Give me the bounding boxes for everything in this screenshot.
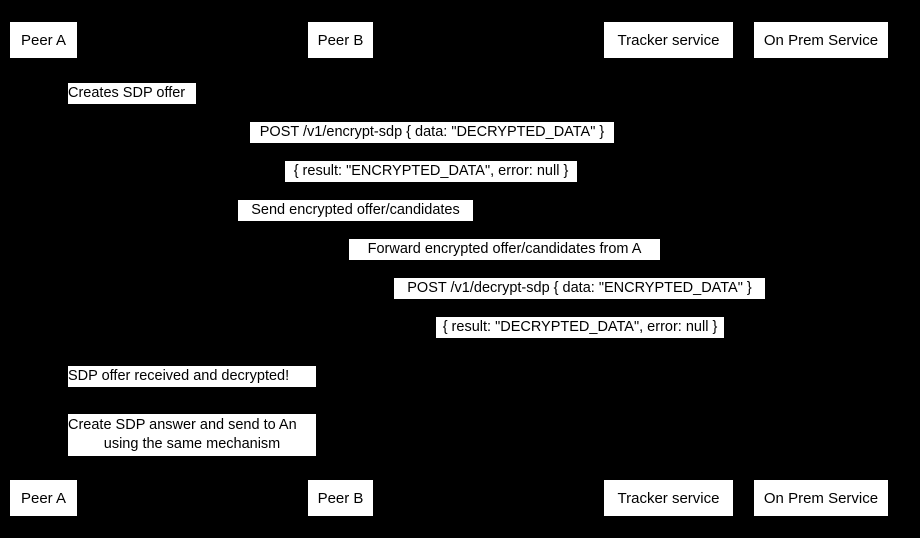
message-arrow-post-encrypt-sdp xyxy=(43,144,821,145)
message-arrow-decrypt-sdp-response xyxy=(340,339,821,340)
lifeline-footer-on-prem-service[interactable]: On Prem Service xyxy=(754,480,888,516)
message-label-post-decrypt-sdp[interactable]: POST /v1/decrypt-sdp { data: "ENCRYPTED_… xyxy=(394,278,765,299)
message-arrow-creates-sdp-offer xyxy=(43,104,79,105)
message-label-send-encrypted-offer[interactable]: Send encrypted offer/candidates xyxy=(238,200,473,221)
lifeline-header-peer-a[interactable]: Peer A xyxy=(10,22,77,58)
message-label-decrypt-sdp-response[interactable]: { result: "DECRYPTED_DATA", error: null … xyxy=(436,317,724,338)
lifeline-footer-tracker-service-label: Tracker service xyxy=(617,489,720,507)
message-arrow-sdp-offer-received xyxy=(340,388,376,389)
message-label-create-sdp-answer-line-2: using the same mechanism xyxy=(103,436,281,452)
message-arrow-forward-encrypted-offer xyxy=(340,261,668,262)
message-arrow-create-sdp-answer xyxy=(340,456,376,457)
lifeline-stem-peer-a xyxy=(43,58,44,480)
lifeline-header-peer-a-label: Peer A xyxy=(20,31,67,49)
message-label-create-sdp-answer[interactable]: Create SDP answer and send to An using t… xyxy=(68,414,316,456)
lifeline-header-peer-b-label: Peer B xyxy=(317,31,364,49)
lifeline-header-on-prem-service[interactable]: On Prem Service xyxy=(754,22,888,58)
lifeline-footer-peer-b[interactable]: Peer B xyxy=(308,480,373,516)
lifeline-footer-peer-b-label: Peer B xyxy=(317,489,364,507)
message-label-forward-encrypted-offer[interactable]: Forward encrypted offer/candidates from … xyxy=(349,239,660,260)
lifeline-header-peer-b[interactable]: Peer B xyxy=(308,22,373,58)
lifeline-header-tracker-service-label: Tracker service xyxy=(617,31,720,49)
message-arrow-encrypt-sdp-response xyxy=(43,183,821,184)
lifeline-footer-peer-a-label: Peer A xyxy=(20,489,67,507)
lifeline-footer-peer-a[interactable]: Peer A xyxy=(10,480,77,516)
lifeline-header-tracker-service[interactable]: Tracker service xyxy=(604,22,733,58)
lifeline-header-on-prem-service-label: On Prem Service xyxy=(763,31,879,49)
lifeline-footer-on-prem-service-label: On Prem Service xyxy=(763,489,879,507)
message-label-creates-sdp-offer[interactable]: Creates SDP offer xyxy=(68,83,196,104)
lifeline-footer-tracker-service[interactable]: Tracker service xyxy=(604,480,733,516)
lifeline-stem-tracker-service xyxy=(668,58,669,480)
lifeline-stem-on-prem-service xyxy=(821,58,822,480)
message-label-encrypt-sdp-response[interactable]: { result: "ENCRYPTED_DATA", error: null … xyxy=(285,161,577,182)
message-arrow-send-encrypted-offer xyxy=(43,222,668,223)
message-arrow-post-decrypt-sdp xyxy=(340,300,821,301)
lifeline-stem-peer-b xyxy=(340,58,341,480)
message-label-create-sdp-answer-line-1: Create SDP answer and send to An xyxy=(68,417,297,433)
message-label-post-encrypt-sdp[interactable]: POST /v1/encrypt-sdp { data: "DECRYPTED_… xyxy=(250,122,614,143)
message-label-sdp-offer-received[interactable]: SDP offer received and decrypted! xyxy=(68,366,316,387)
